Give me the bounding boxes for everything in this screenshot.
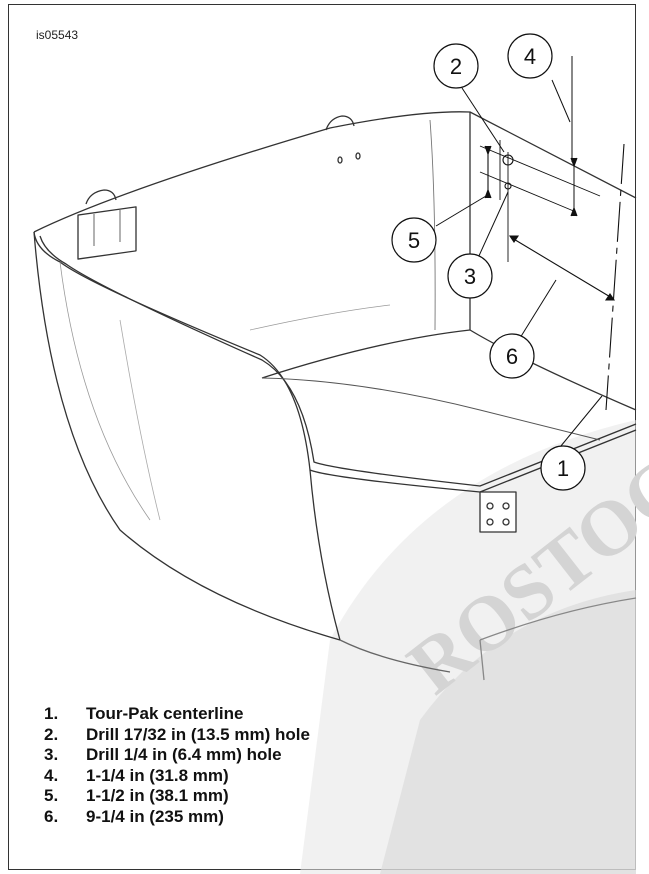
legend-text: 1-1/4 in (31.8 mm) xyxy=(86,765,229,785)
callout-2: 2 xyxy=(433,43,479,89)
legend-number: 4. xyxy=(44,765,59,785)
figure-id: is05543 xyxy=(36,28,79,42)
legend-number: 3. xyxy=(44,745,59,765)
legend-text: Drill 17/32 in (13.5 mm) hole xyxy=(86,724,310,744)
legend-text: Drill 1/4 in (6.4 mm) hole xyxy=(86,745,282,765)
leader-lines xyxy=(435,56,603,453)
legend-item: 4. 1-1/4 in (31.8 mm) xyxy=(44,766,310,787)
legend-item: 1. Tour-Pak centerline xyxy=(44,704,310,725)
callout-6: 6 xyxy=(489,333,535,379)
tour-pak-case xyxy=(33,111,637,681)
legend-text: 9-1/4 in (235 mm) xyxy=(86,806,224,826)
legend-number: 6. xyxy=(44,806,59,826)
callout-5: 5 xyxy=(391,217,437,263)
legend-item: 3. Drill 1/4 in (6.4 mm) hole xyxy=(44,745,310,766)
legend-number: 1. xyxy=(44,704,59,723)
callout-4: 4 xyxy=(507,33,553,79)
legend-item: 6. 9-1/4 in (235 mm) xyxy=(44,807,310,828)
callout-2-label: 2 xyxy=(450,54,462,79)
legend-list: 1. Tour-Pak centerline 2. Drill 17/32 in (… xyxy=(44,704,310,828)
legend-item: 5. 1-1/2 in (38.1 mm) xyxy=(44,786,310,807)
callout-4-label: 4 xyxy=(524,44,536,69)
legend-number: 5. xyxy=(44,786,59,806)
callout-6-label: 6 xyxy=(506,344,518,369)
legend-item: 2. Drill 17/32 in (13.5 mm) hole xyxy=(44,725,310,746)
callout-1-label: 1 xyxy=(557,456,569,481)
centerline xyxy=(605,143,625,411)
callout-1: 1 xyxy=(540,445,586,491)
callout-3-label: 3 xyxy=(464,264,476,289)
legend-text: Tour-Pak centerline xyxy=(86,704,244,723)
drill-markings xyxy=(479,140,625,411)
callout-3: 3 xyxy=(447,253,493,299)
callout-5-label: 5 xyxy=(408,228,420,253)
legend-number: 2. xyxy=(44,724,59,744)
watermark-seal: ROSTOCK N.E. xyxy=(300,300,649,874)
callouts: 2 4 5 3 6 1 xyxy=(391,33,586,491)
legend-text: 1-1/2 in (38.1 mm) xyxy=(86,786,229,806)
